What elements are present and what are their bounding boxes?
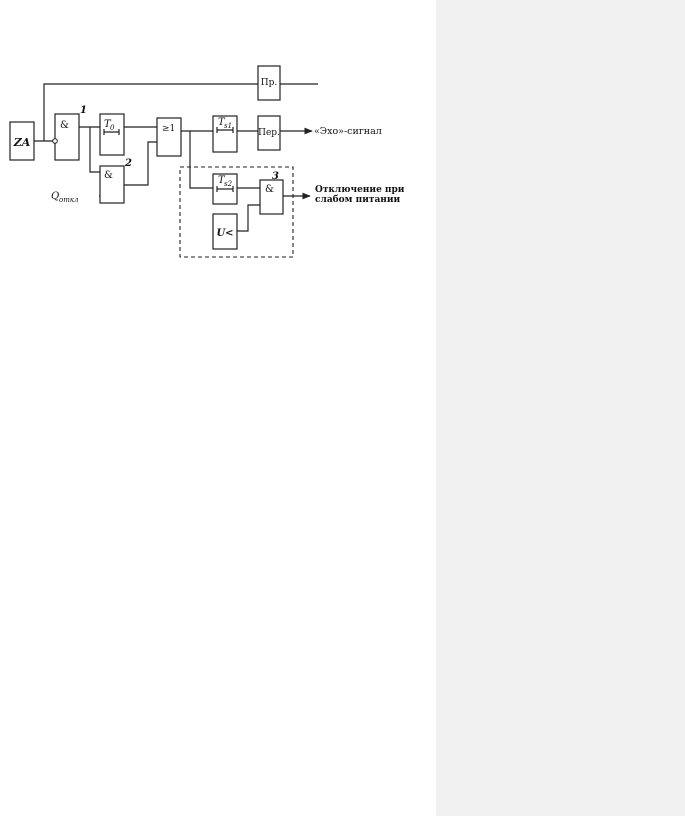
logic-diagram: ZA & T 0 & ≥1 T s1 Пр. Пер. T s2 xyxy=(9,65,405,258)
block-za: ZA xyxy=(9,121,35,161)
block-and-3: & xyxy=(259,179,284,215)
label-q-subscript: откл xyxy=(59,196,79,204)
block-t0-label: T xyxy=(104,119,112,130)
label-trip-line-1: Отключение при xyxy=(315,185,405,195)
block-per-label: Пер. xyxy=(258,128,280,138)
block-undervoltage-label: U< xyxy=(216,228,233,239)
block-t0-subscript: 0 xyxy=(110,124,115,132)
element-number-3: 3 xyxy=(272,171,279,182)
block-or: ≥1 xyxy=(156,117,182,157)
wires xyxy=(34,80,318,232)
label-trip-line-2: слабом питании xyxy=(315,194,401,205)
block-and-3-label: & xyxy=(265,184,274,195)
block-ts2-label: T xyxy=(218,175,226,186)
block-ts1: T s1 xyxy=(212,115,238,153)
element-number-2: 2 xyxy=(124,158,132,169)
block-and-2: & xyxy=(99,165,125,204)
block-or-label: ≥1 xyxy=(162,124,175,134)
block-ts2-subscript: s2 xyxy=(224,180,233,188)
element-number-1: 1 xyxy=(80,105,87,116)
timer-bar-icon xyxy=(103,129,120,135)
block-and-2-label: & xyxy=(104,170,113,181)
label-q: Q xyxy=(51,191,59,202)
block-ts2: T s2 xyxy=(212,173,238,205)
block-undervoltage: U< xyxy=(212,213,238,250)
block-ts1-label: T xyxy=(218,117,226,128)
label-q-off: Q откл xyxy=(51,191,79,204)
block-t0: T 0 xyxy=(99,113,125,156)
block-per: Пер. xyxy=(257,115,281,151)
block-and-1-label: & xyxy=(60,120,69,131)
block-pr: Пр. xyxy=(257,65,281,101)
block-za-label: ZA xyxy=(13,136,31,149)
timer-bar-icon xyxy=(216,127,234,133)
block-pr-label: Пр. xyxy=(261,78,278,88)
label-echo-signal: «Эхо»-сигнал xyxy=(314,126,382,137)
side-panel xyxy=(436,0,685,816)
block-and-1: & xyxy=(52,113,80,161)
block-ts1-subscript: s1 xyxy=(224,122,232,130)
inverted-input-marker xyxy=(52,138,58,144)
dashed-group-boundary xyxy=(179,166,294,258)
timer-bar-icon xyxy=(216,186,234,192)
